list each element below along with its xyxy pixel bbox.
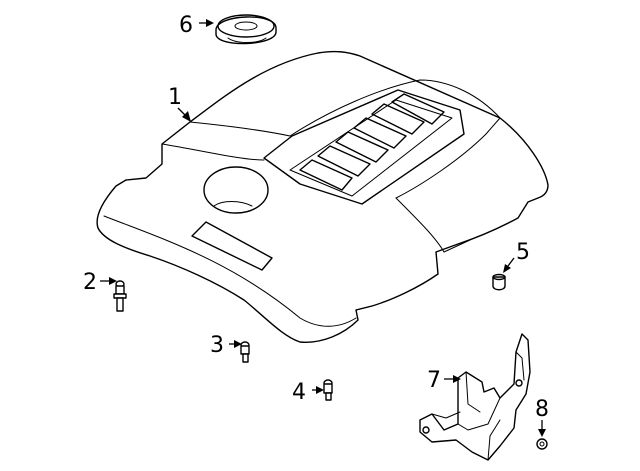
callout-7: 7 (427, 368, 441, 393)
callout-1: 1 (168, 85, 182, 110)
part-3-stud (240, 341, 250, 363)
part-4-stud (323, 379, 333, 401)
part-6-seal (215, 14, 277, 45)
part-2-stud (113, 280, 127, 312)
part-7-bracket (419, 333, 531, 461)
callout-8: 8 (535, 397, 549, 422)
callout-4: 4 (292, 380, 306, 405)
callout-labels: 6 1 2 3 4 5 7 8 (83, 13, 549, 422)
callout-2: 2 (83, 270, 97, 295)
leader-lines (100, 19, 546, 437)
callout-6: 6 (179, 13, 193, 38)
callout-3: 3 (210, 333, 224, 358)
callout-5: 5 (516, 240, 530, 265)
part-8-nut (536, 438, 548, 450)
part-1-engine-cover (96, 50, 549, 343)
part-5-grommet (492, 273, 506, 291)
